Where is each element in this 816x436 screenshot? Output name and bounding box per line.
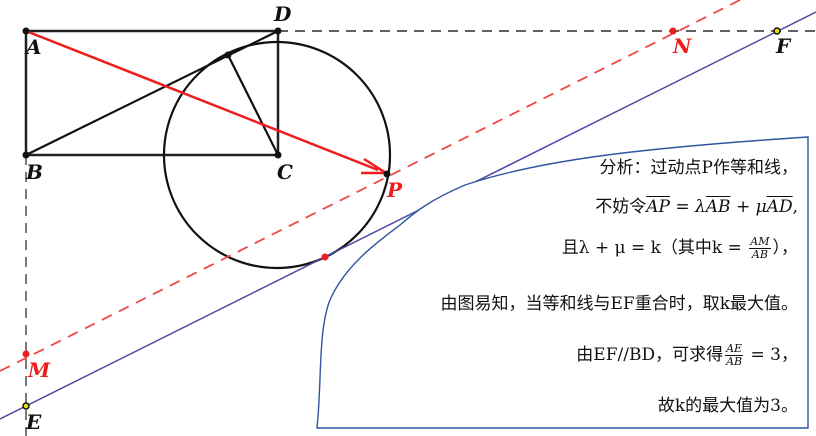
- vector-ab-text: AB: [705, 197, 731, 217]
- analysis-line-5-suffix: = 3，: [745, 345, 798, 366]
- fraction-denominator: AB: [726, 355, 743, 369]
- fraction-denominator: AB: [751, 248, 768, 262]
- vector-ad-text: AD: [766, 197, 793, 217]
- point-d: [274, 27, 282, 35]
- analysis-line-2-plus: + μ: [730, 197, 767, 217]
- analysis-line-1: 分析：过动点P作等和线，: [599, 158, 798, 178]
- analysis-line-2-suffix: ,: [792, 197, 798, 217]
- label-d: D: [274, 2, 292, 26]
- fraction-numerator: AM: [749, 235, 771, 250]
- radius-to-tangent: [227, 54, 279, 156]
- vector-ap-text: AP: [646, 197, 670, 217]
- analysis-line-6: 故k的最大值为3。: [657, 396, 798, 416]
- circle-c: [162, 40, 392, 270]
- point-e: [22, 402, 30, 410]
- callout-box: [316, 136, 809, 429]
- point-b: [22, 151, 30, 159]
- point-f: [773, 27, 781, 35]
- line-ef: [0, 11, 816, 420]
- analysis-line-3-prefix: 且λ + μ = k（其中k =: [561, 238, 748, 259]
- label-p: P: [387, 178, 403, 202]
- diagonal-bd: [25, 30, 279, 156]
- analysis-line-5-prefix: 由EF//BD，可求得: [576, 345, 724, 366]
- point-c: [274, 151, 282, 159]
- label-m: M: [28, 358, 51, 382]
- label-a: A: [26, 35, 42, 59]
- analysis-line-4: 由图易知，当等和线与EF重合时，取k最大值。: [440, 294, 798, 314]
- label-f: F: [776, 34, 791, 58]
- point-n: [669, 27, 677, 35]
- analysis-line-2: 不妨令AP = λAB + μAD,: [595, 199, 798, 216]
- point-tangent-ef: [321, 253, 329, 261]
- analysis-line-2-prefix: 不妨令: [595, 197, 647, 217]
- label-c: C: [277, 160, 293, 184]
- point-a: [22, 27, 30, 35]
- label-n: N: [673, 34, 692, 58]
- point-tangent-bd: [224, 51, 232, 59]
- label-b: B: [26, 160, 43, 184]
- fraction-numerator: AE: [725, 342, 744, 357]
- label-e: E: [26, 410, 42, 434]
- rectangle-abcd: [24, 29, 280, 157]
- analysis-line-3-suffix: ），: [772, 238, 799, 259]
- equi-sum-line-mn: [0, 0, 741, 372]
- analysis-line-2-eq: = λ: [669, 197, 706, 217]
- vector-ap: [25, 29, 379, 172]
- point-m: [22, 350, 30, 358]
- point-p: [383, 170, 391, 178]
